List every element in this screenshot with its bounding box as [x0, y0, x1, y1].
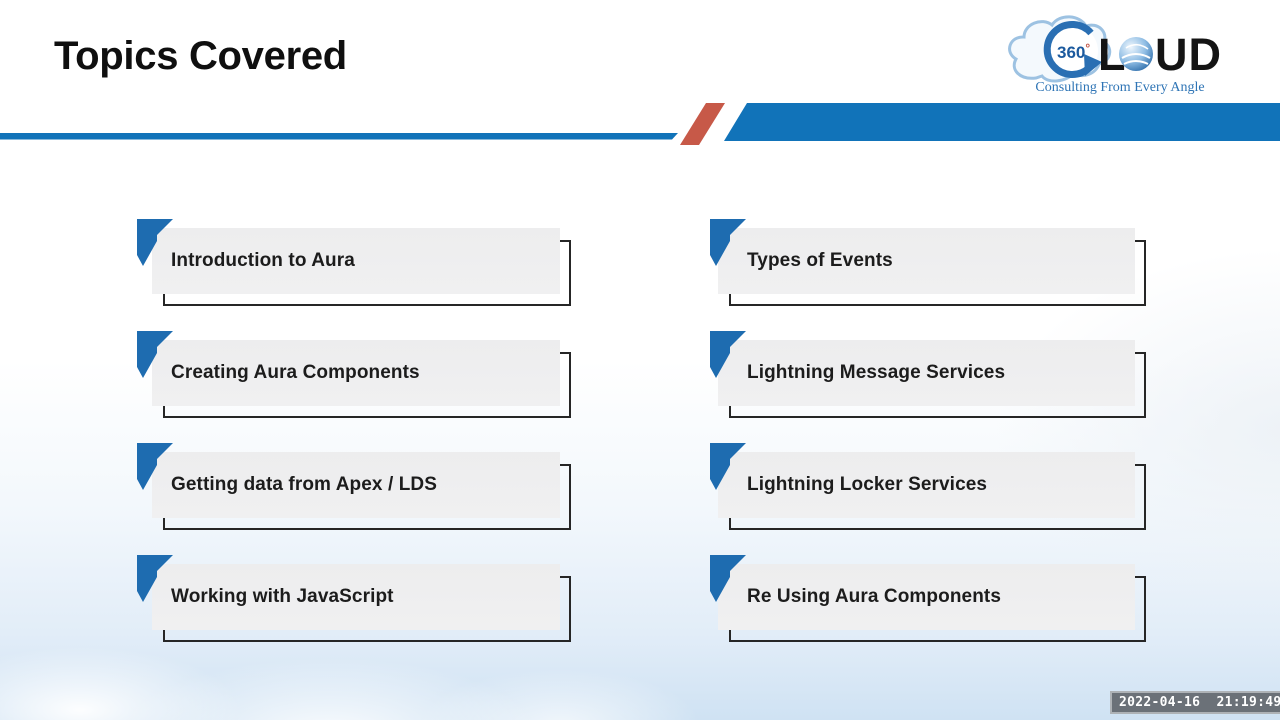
topic-card: Working with JavaScript [137, 555, 571, 642]
card-face: Lightning Locker Services [718, 452, 1135, 518]
topic-card: Types of Events [710, 219, 1146, 306]
topic-card: Creating Aura Components [137, 331, 571, 418]
topic-card: Introduction to Aura [137, 219, 571, 306]
logo-tagline: Consulting From Every Angle [1035, 80, 1204, 95]
divider-blue-band [724, 103, 1280, 141]
divider-thin-rule [0, 133, 678, 140]
timestamp-overlay: 2022-04-16 21:19:49 [1110, 691, 1280, 714]
card-face: Working with JavaScript [152, 564, 560, 630]
corner-flag-icon [710, 219, 746, 266]
topic-card: Lightning Message Services [710, 331, 1146, 418]
globe-swirl [1123, 60, 1149, 65]
topic-label: Getting data from Apex / LDS [171, 474, 438, 495]
topic-label: Types of Events [747, 250, 893, 271]
card-face: Types of Events [718, 228, 1135, 294]
corner-flag-icon [710, 331, 746, 378]
corner-flag-icon [710, 443, 746, 490]
topic-label: Introduction to Aura [171, 250, 355, 271]
topic-label: Lightning Locker Services [747, 474, 988, 495]
card-face: Getting data from Apex / LDS [152, 452, 560, 518]
corner-flag-icon [710, 555, 746, 602]
globe-swirl [1121, 53, 1151, 59]
circular-arrow-icon [1043, 21, 1094, 78]
arrowhead-icon [1084, 54, 1102, 76]
topic-label: Working with JavaScript [171, 586, 394, 607]
logo-graphic: 360° L UD Consulting From Every Angle [1008, 15, 1222, 95]
corner-flag-icon [137, 331, 173, 378]
topic-label: Lightning Message Services [747, 362, 1006, 383]
topic-label: Creating Aura Components [171, 362, 420, 383]
divider-red-stripe [680, 103, 725, 145]
badge-360-text: 360° [1057, 41, 1090, 62]
page-title: Topics Covered [54, 34, 347, 78]
card-face: Lightning Message Services [718, 340, 1135, 406]
topic-label: Re Using Aura Components [747, 586, 1001, 607]
corner-flag-icon [137, 443, 173, 490]
topics-column-right: Types of Events Lightning Message Servic… [710, 219, 1146, 676]
divider-bar [0, 103, 1280, 145]
card-face: Creating Aura Components [152, 340, 560, 406]
topic-card: Re Using Aura Components [710, 555, 1146, 642]
company-logo: 360° L UD Consulting From Every Angle [1002, 6, 1232, 98]
globe-swirl [1125, 43, 1149, 50]
topic-card: Getting data from Apex / LDS [137, 443, 571, 530]
topic-card: Lightning Locker Services [710, 443, 1146, 530]
topics-column-left: Introduction to Aura Creating Aura Compo… [137, 219, 571, 676]
logo-letters-ud: UD [1155, 29, 1222, 80]
corner-flag-icon [137, 219, 173, 266]
card-face: Re Using Aura Components [718, 564, 1135, 630]
card-face: Introduction to Aura [152, 228, 560, 294]
corner-flag-icon [137, 555, 173, 602]
